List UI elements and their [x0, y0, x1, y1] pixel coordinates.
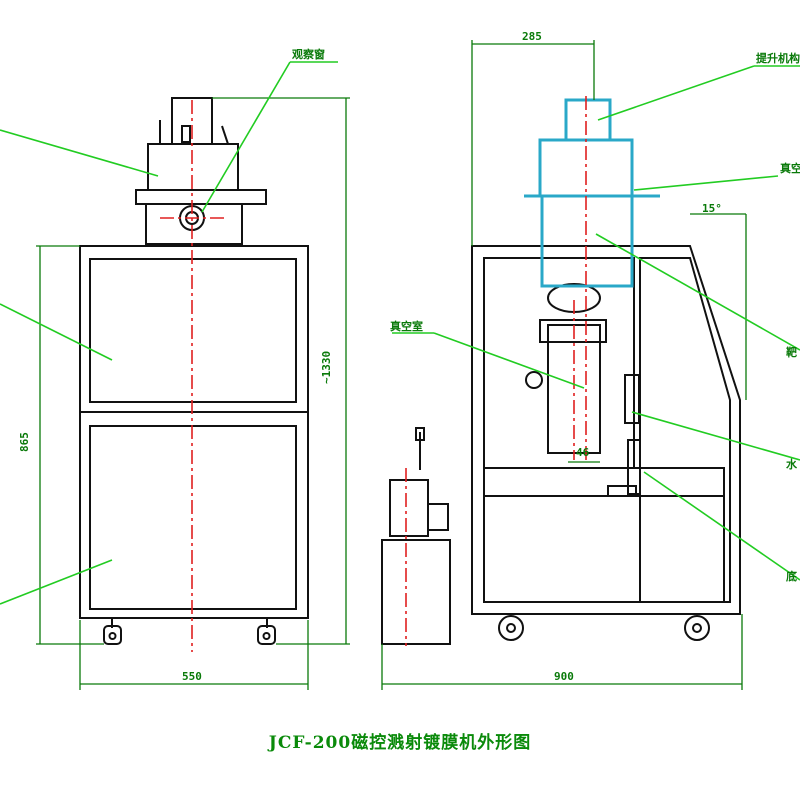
dimension-lines — [36, 40, 747, 690]
right-caster — [257, 618, 276, 645]
left-mid-flange — [135, 189, 267, 205]
left-lower-panel — [89, 425, 297, 610]
dim-width-left: 550 — [182, 670, 202, 683]
left-upper-flange — [147, 143, 239, 191]
right-front-caster — [498, 615, 524, 641]
label-base: 底 — [786, 569, 797, 583]
label-gauge: 真空计 — [780, 161, 800, 175]
right-view — [381, 245, 741, 645]
left-upper-panel — [89, 258, 297, 403]
label-view-window: 观察窗 — [292, 47, 325, 61]
drawing-title: JCF-200磁控溅射镀膜机外形图 — [268, 733, 532, 753]
right-cabinet-body — [471, 245, 741, 615]
label-lift: 提升机构 — [756, 51, 800, 65]
center-lines — [160, 96, 587, 652]
left-caster — [103, 618, 122, 645]
leader-lines — [0, 61, 800, 605]
label-target: 靶 — [786, 345, 797, 359]
left-cabinet-body — [79, 245, 309, 619]
dim-width-right: 900 — [554, 670, 574, 683]
dim-height-left: 865 — [18, 432, 31, 452]
label-chamber: 真空室 — [390, 319, 423, 333]
label-water: 水 — [786, 457, 798, 471]
dim-angle: 15° — [702, 202, 722, 215]
left-lower-flange — [145, 203, 243, 245]
right-rear-caster — [684, 615, 710, 641]
left-view — [79, 97, 309, 645]
dim-height-total: ~1330 — [320, 351, 333, 384]
dim-width-top-right: 285 — [522, 30, 542, 43]
pump-unit — [381, 539, 451, 645]
dim-small: 46 — [576, 446, 590, 459]
